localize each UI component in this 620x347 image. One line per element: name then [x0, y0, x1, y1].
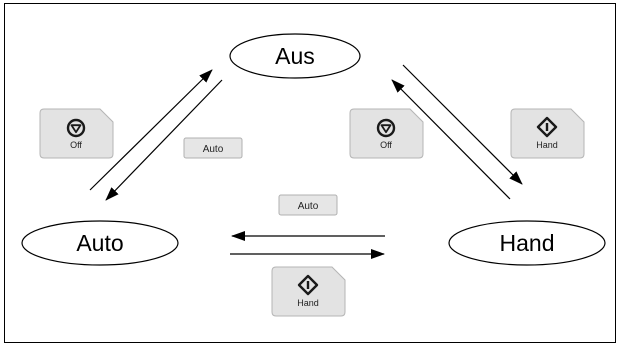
auto-button-upper: Auto — [183, 137, 243, 159]
hand-icon — [536, 116, 558, 138]
state-hand: Hand — [448, 220, 606, 266]
hand-key-bottom: Hand — [271, 266, 346, 317]
hand-icon — [297, 274, 319, 296]
off-key-left-label: Off — [70, 140, 82, 150]
hand-key-right-label: Hand — [536, 140, 558, 150]
off-key-left: Off — [39, 108, 114, 159]
arrow-aus-to-hand — [402, 64, 523, 185]
auto-button-middle-label: Auto — [298, 201, 319, 212]
off-key-right: Off — [349, 108, 424, 159]
hand-key-bottom-label: Hand — [297, 298, 319, 308]
state-auto: Auto — [21, 220, 179, 266]
off-icon — [66, 118, 86, 138]
auto-button-middle: Auto — [278, 194, 338, 216]
off-key-right-label: Off — [380, 140, 392, 150]
state-aus: Aus — [229, 33, 361, 79]
state-auto-label: Auto — [76, 230, 123, 256]
arrow-aus-to-auto — [105, 79, 223, 201]
state-aus-label: Aus — [275, 43, 315, 69]
state-hand-label: Hand — [500, 230, 555, 256]
hand-key-right: Hand — [510, 108, 585, 159]
arrow-hand-to-aus — [391, 79, 511, 200]
off-icon — [376, 118, 396, 138]
arrow-auto-to-aus — [89, 69, 213, 191]
auto-button-upper-label: Auto — [203, 144, 224, 155]
